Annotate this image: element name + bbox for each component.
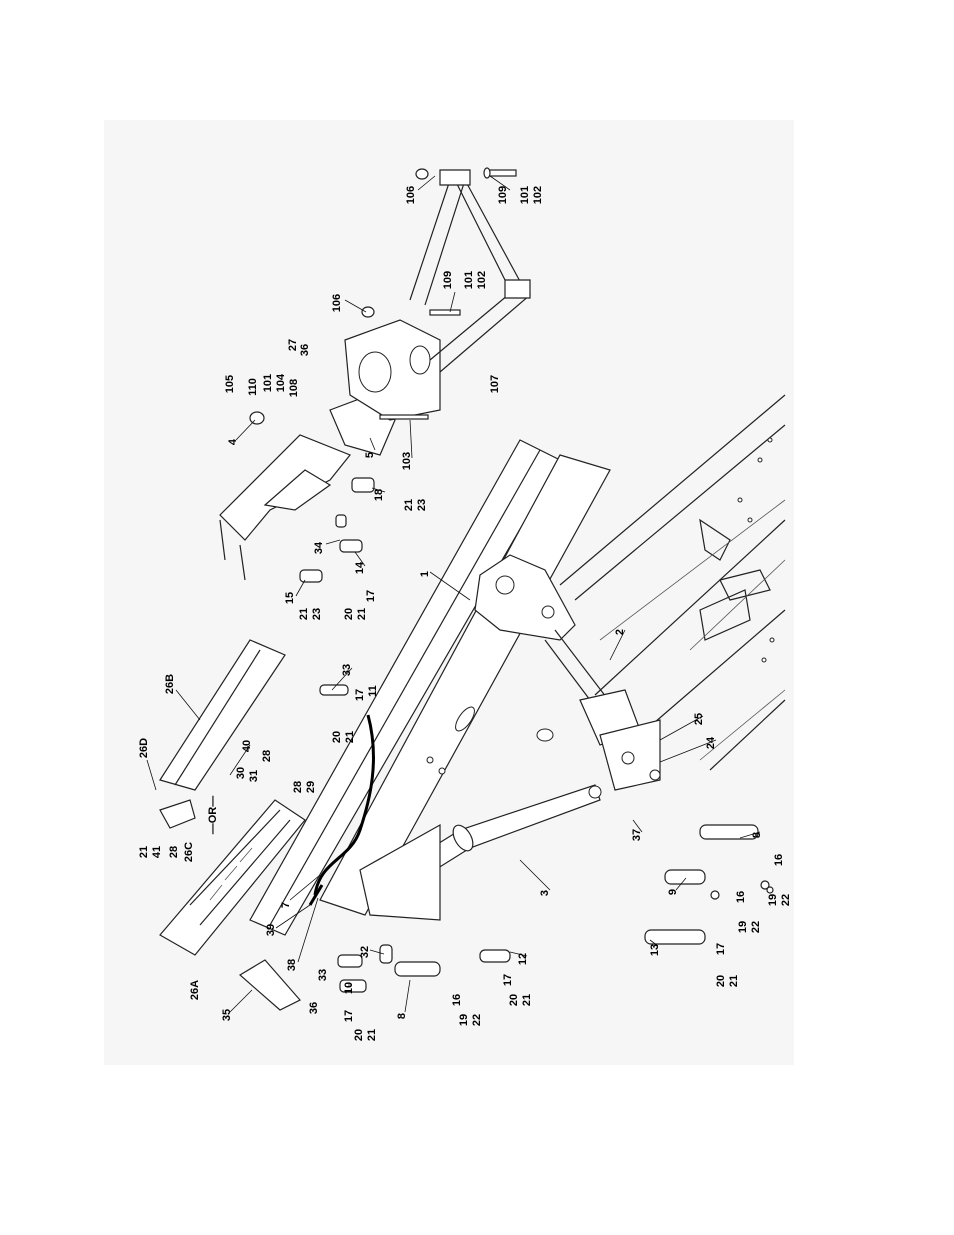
callout-21a: 21 xyxy=(403,499,415,511)
callout-2: 2 xyxy=(614,629,626,635)
callout-18: 18 xyxy=(373,489,385,501)
callout-30: 30 xyxy=(235,767,247,779)
callout-3: 3 xyxy=(539,890,551,896)
callout-102b: 102 xyxy=(476,271,488,289)
callout-17d: 17 xyxy=(502,974,514,986)
callout-103: 103 xyxy=(401,452,413,470)
callout-101b: 101 xyxy=(463,271,475,289)
callout-28b: 28 xyxy=(292,781,304,793)
callout-16c: 16 xyxy=(451,994,463,1006)
callout-31: 31 xyxy=(248,770,260,782)
callout-14: 14 xyxy=(354,561,366,574)
callout-20d: 20 xyxy=(508,994,520,1006)
callout-101a: 101 xyxy=(519,186,531,204)
callout-or: —OR— xyxy=(207,796,219,835)
boom-covers xyxy=(160,640,305,1010)
callout-21d: 21 xyxy=(344,731,356,743)
callout-41: 41 xyxy=(151,846,163,858)
callout-33a: 33 xyxy=(341,664,353,676)
callout-108: 108 xyxy=(288,379,300,397)
callout-107: 107 xyxy=(489,375,501,393)
callout-21c: 21 xyxy=(356,608,368,620)
callout-35: 35 xyxy=(221,1009,233,1021)
callout-36a: 36 xyxy=(299,344,311,356)
callout-34: 34 xyxy=(313,541,325,554)
callout-106b: 106 xyxy=(331,294,343,312)
callout-27: 27 xyxy=(287,339,299,351)
callout-8a: 8 xyxy=(751,832,763,838)
callout-26c: 26C xyxy=(183,842,195,862)
callout-20a: 20 xyxy=(343,608,355,620)
callout-9: 9 xyxy=(667,889,679,895)
callout-24: 24 xyxy=(705,736,717,749)
callout-28c: 28 xyxy=(168,846,180,858)
callout-22a: 22 xyxy=(750,921,762,933)
callout-17b: 17 xyxy=(354,689,366,701)
callout-109a: 109 xyxy=(497,186,509,204)
callout-32: 32 xyxy=(359,946,371,958)
callout-26d: 26D xyxy=(138,738,150,758)
callout-15: 15 xyxy=(284,592,296,604)
callout-1: 1 xyxy=(419,571,431,577)
callout-21g: 21 xyxy=(521,994,533,1006)
callout-19b: 19 xyxy=(767,894,779,906)
callout-20e: 20 xyxy=(353,1029,365,1041)
callout-17e: 17 xyxy=(343,1010,355,1022)
callout-23b: 23 xyxy=(311,608,323,620)
callout-22b: 22 xyxy=(780,894,792,906)
callout-104: 104 xyxy=(275,373,287,392)
callout-102a: 102 xyxy=(532,186,544,204)
callout-110: 110 xyxy=(247,378,259,396)
callout-17a: 17 xyxy=(365,590,377,602)
callout-21f: 21 xyxy=(728,975,740,987)
callout-26b: 26B xyxy=(164,674,176,694)
callout-8b: 8 xyxy=(396,1013,408,1019)
callout-21h: 21 xyxy=(366,1029,378,1041)
callout-25: 25 xyxy=(693,713,705,725)
callout-33b: 33 xyxy=(317,969,329,981)
callout-7: 7 xyxy=(280,902,292,908)
callout-20b: 20 xyxy=(331,731,343,743)
callout-22c: 22 xyxy=(471,1014,483,1026)
callout-36b: 36 xyxy=(308,1002,320,1014)
callout-37: 37 xyxy=(631,829,643,841)
callout-17c: 17 xyxy=(715,943,727,955)
callout-40: 40 xyxy=(241,740,253,752)
callout-16b: 16 xyxy=(735,891,747,903)
callout-21b: 21 xyxy=(298,608,310,620)
callout-13: 13 xyxy=(649,944,661,956)
callout-19c: 19 xyxy=(458,1014,470,1026)
callout-105: 105 xyxy=(224,375,236,393)
callout-10: 10 xyxy=(343,982,355,994)
callout-19a: 19 xyxy=(737,921,749,933)
callout-11: 11 xyxy=(367,685,379,697)
callout-12: 12 xyxy=(517,953,529,965)
callout-38: 38 xyxy=(286,959,298,971)
callout-109b: 109 xyxy=(442,271,454,289)
callout-39: 39 xyxy=(265,924,277,936)
callout-21e: 21 xyxy=(138,846,150,858)
upper-assembly xyxy=(220,320,440,580)
callout-26a: 26A xyxy=(189,980,201,1000)
callout-29: 29 xyxy=(305,781,317,793)
callout-4: 4 xyxy=(227,438,239,445)
callout-23a: 23 xyxy=(416,499,428,511)
callout-101c: 101 xyxy=(262,374,274,392)
callout-20c: 20 xyxy=(715,975,727,987)
callout-5: 5 xyxy=(364,452,376,458)
callout-106a: 106 xyxy=(405,186,417,204)
callout-28a: 28 xyxy=(261,750,273,762)
callout-16a: 16 xyxy=(773,854,785,866)
